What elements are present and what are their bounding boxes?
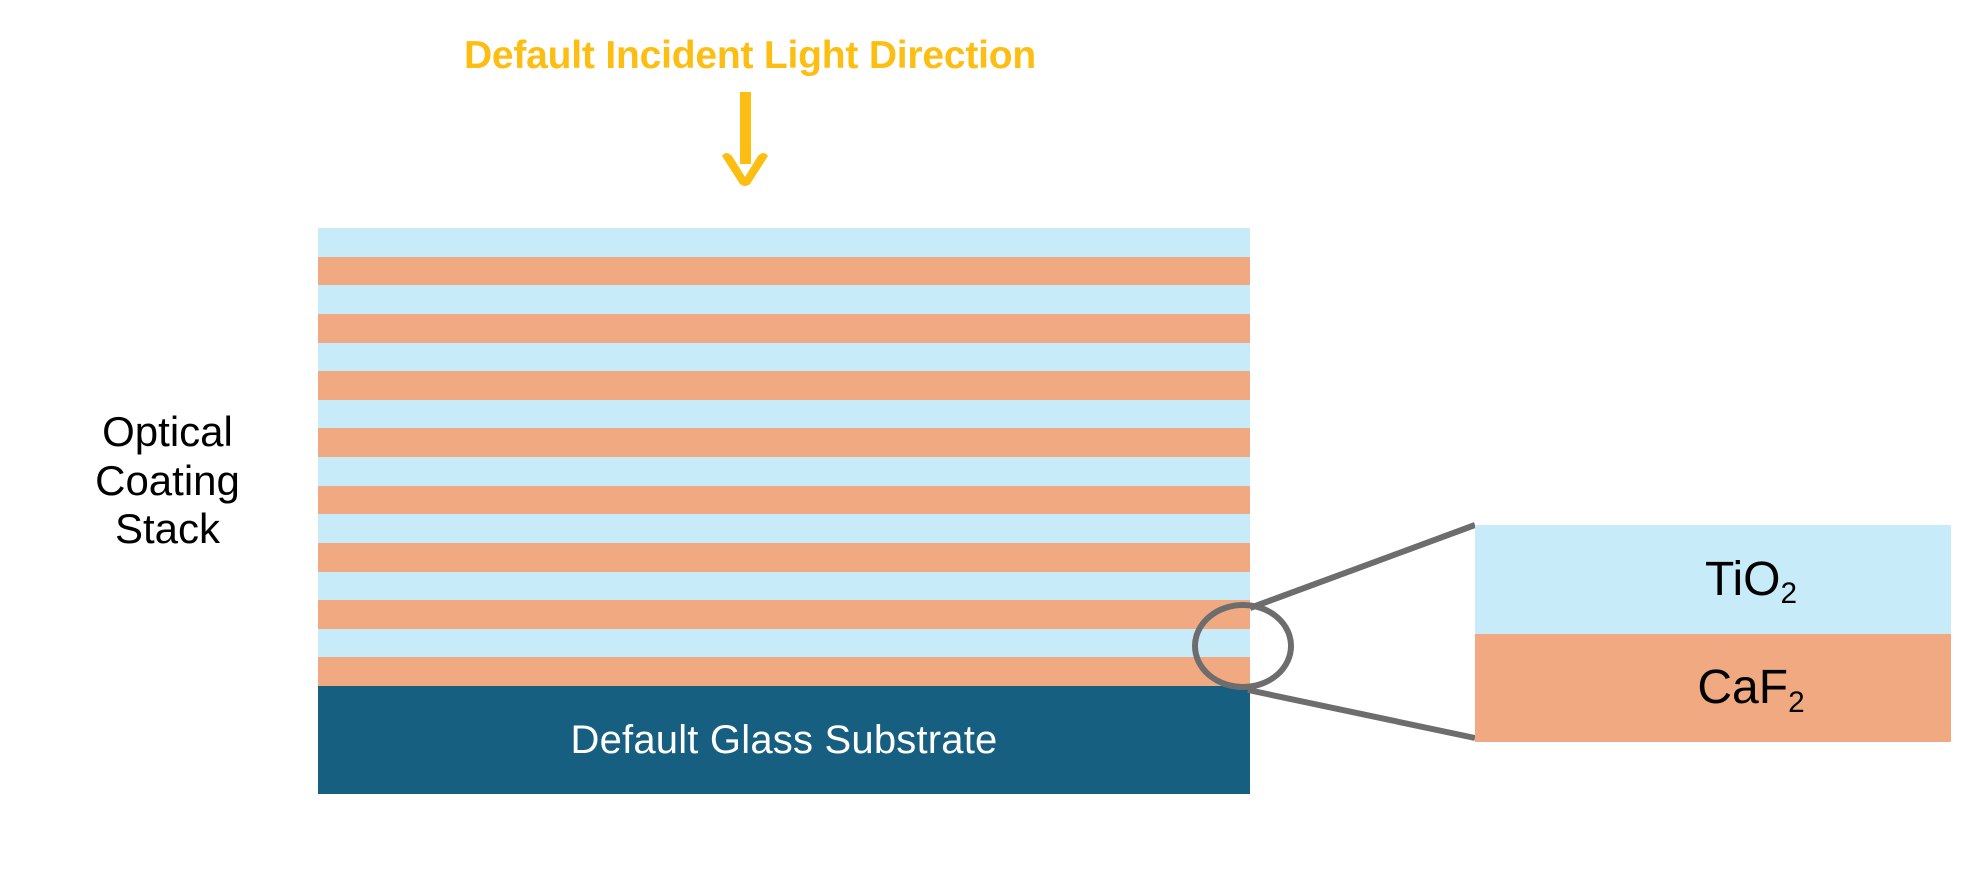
callout-line-upper (1248, 522, 1477, 611)
detail-layer-caf2: CaF2 (1475, 633, 1951, 742)
coating-layer-stack (318, 228, 1250, 686)
caption-line-1: Optical (102, 408, 233, 455)
caption-line-3: Stack (114, 505, 221, 553)
coating-layer-1 (318, 256, 1250, 286)
coating-layer-7 (318, 428, 1250, 457)
coating-layer-12 (318, 571, 1250, 601)
detail-label-tio2-base: TiO (1704, 552, 1781, 606)
coating-layer-2 (318, 285, 1250, 314)
coating-layer-4 (318, 342, 1250, 372)
detail-layer-tio2: TiO2 (1475, 525, 1951, 634)
coating-layer-15 (318, 657, 1250, 686)
coating-layer-10 (318, 514, 1250, 543)
caption-line-2: Coating (95, 456, 240, 504)
coating-layer-3 (318, 313, 1250, 343)
coating-layer-13 (318, 600, 1250, 629)
substrate-label: Default Glass Substrate (570, 717, 998, 762)
coating-layer-0 (318, 228, 1250, 257)
coating-layer-8 (318, 457, 1250, 486)
incident-light-arrow-icon (722, 92, 768, 186)
optical-coating-stack-caption: Optical Coating Stack (35, 408, 300, 554)
magnified-layer-detail: TiO2 CaF2 (1475, 525, 1951, 742)
detail-label-caf2: CaF2 (1697, 660, 1804, 718)
coating-layer-9 (318, 485, 1250, 515)
detail-label-tio2-subscript: 2 (1780, 577, 1798, 611)
glass-substrate: Default Glass Substrate (318, 686, 1250, 794)
coating-layer-5 (318, 371, 1250, 400)
incident-light-label: Default Incident Light Direction (463, 34, 1037, 77)
coating-layer-6 (318, 399, 1250, 429)
coating-layer-14 (318, 628, 1250, 658)
detail-label-caf2-subscript: 2 (1788, 685, 1805, 719)
coating-layer-11 (318, 542, 1250, 572)
detail-label-tio2: TiO2 (1704, 552, 1798, 611)
callout-line-lower (1247, 687, 1476, 741)
detail-label-caf2-base: CaF (1697, 661, 1789, 715)
